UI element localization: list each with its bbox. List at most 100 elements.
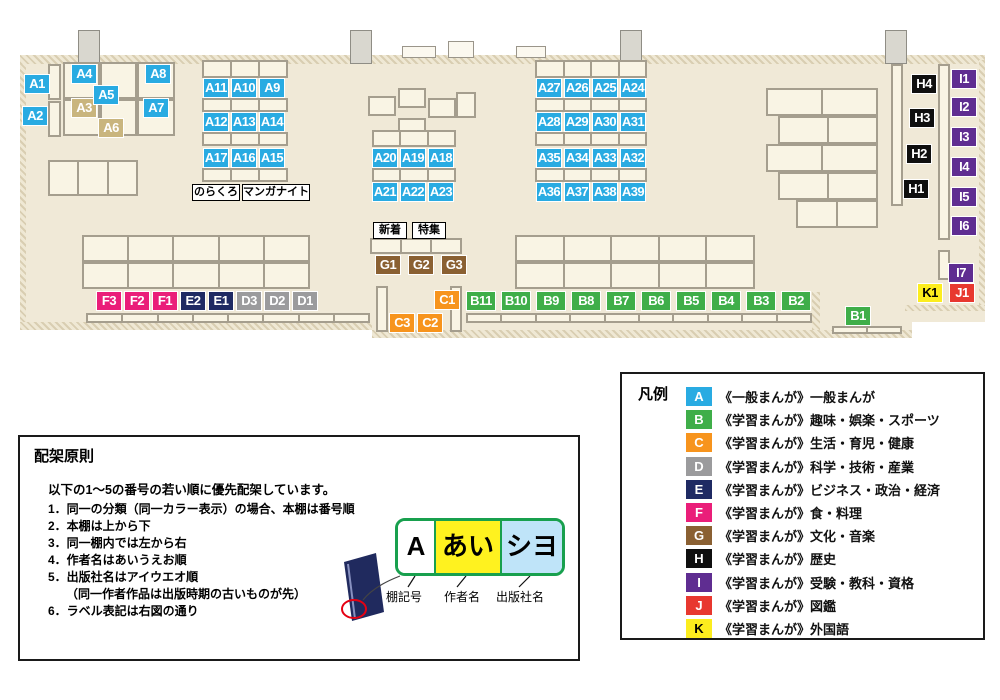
label-position-circle — [341, 599, 367, 619]
shelf-label-B8: B8 — [571, 291, 601, 311]
principle-rule-6: （同一作者作品は出版時期の古いものが先） — [48, 587, 307, 601]
shelf-cell — [706, 315, 741, 321]
shelf-cell — [372, 240, 400, 252]
legend-item-D: D《学習まんが》科学・技術・産業 — [686, 455, 940, 478]
section-sign: のらくろ — [192, 184, 240, 201]
shelf-cell — [400, 240, 430, 252]
shelf-label-A29: A29 — [564, 112, 590, 132]
wall-structure — [516, 46, 546, 58]
shelf-cell — [84, 264, 127, 287]
legend-item-J: J《学習まんが》図鑑 — [686, 594, 940, 617]
shelf-label-I3: I3 — [951, 127, 977, 147]
shelf-cell — [230, 100, 258, 110]
pillar — [78, 30, 100, 64]
legend-item-label: 《学習まんが》受験・教科・資格 — [719, 575, 915, 591]
wall-segment — [905, 305, 985, 311]
shelf-cell — [426, 132, 454, 145]
wall-structure — [448, 41, 474, 58]
legend-item-H: H《学習まんが》歴史 — [686, 547, 940, 570]
shelf-cell — [217, 237, 263, 260]
shelf-label-A10: A10 — [231, 78, 257, 98]
principle-rule-1: 1．同一の分類（同一カラー表示）の場合、本棚は番号順 — [48, 502, 355, 516]
shelf-cell — [262, 237, 308, 260]
legend-item-F: F《学習まんが》食・料理 — [686, 501, 940, 524]
shelf-cell — [258, 62, 286, 76]
shelf-label-A8: A8 — [145, 64, 171, 84]
legend-color-chip-E: E — [686, 479, 712, 499]
shelf-cell — [297, 315, 333, 321]
shelf-cell — [768, 90, 821, 114]
bookshelf — [535, 98, 647, 112]
legend-item-label: 《学習まんが》ビジネス・政治・経済 — [719, 482, 941, 498]
bookshelf — [372, 168, 456, 182]
shelf-cell — [374, 170, 399, 180]
shelf-cell — [603, 315, 638, 321]
shelf-cell — [332, 315, 368, 321]
legend-color-chip-A: A — [686, 387, 712, 407]
shelf-cell — [399, 170, 426, 180]
shelf-label-I2: I2 — [951, 97, 977, 117]
bookshelf — [370, 238, 462, 254]
shelf-cell — [562, 264, 611, 287]
shelf-label-A17: A17 — [203, 148, 229, 168]
legend-color-chip-G: G — [686, 526, 712, 546]
caption-shelf-code: 棚記号 — [386, 590, 423, 604]
shelf-cell — [780, 118, 827, 142]
shelf-cell — [106, 162, 136, 194]
legend-item-label: 《学習まんが》外国語 — [719, 621, 850, 637]
shelf-cell — [562, 100, 591, 110]
shelf-label-I7: I7 — [948, 263, 974, 283]
wall-segment — [20, 322, 372, 330]
shelf-cell — [399, 132, 426, 145]
bookshelf — [766, 88, 878, 116]
bookshelf — [428, 98, 456, 118]
bookshelf — [48, 160, 138, 196]
shelf-cell — [468, 315, 500, 321]
pillar — [885, 30, 907, 64]
shelf-cell — [562, 62, 591, 76]
pointer-lines — [407, 575, 531, 588]
legend-item-label: 《学習まんが》趣味・娯楽・スポーツ — [719, 413, 940, 429]
legend-item-A: A《一般まんが》一般まんが — [686, 385, 940, 408]
shelf-label-B11: B11 — [466, 291, 496, 311]
legend-color-chip-C: C — [686, 433, 712, 453]
legend-item-label: 《学習まんが》図鑑 — [719, 598, 837, 614]
shelf-cell — [121, 315, 156, 321]
shelf-label-A38: A38 — [592, 182, 618, 202]
bookshelf — [535, 60, 647, 78]
bookshelf — [778, 116, 878, 144]
caption-author-name: 作者名 — [444, 590, 481, 604]
shelf-cell — [562, 170, 591, 180]
shelf-cell — [204, 134, 230, 144]
legend-color-chip-K: K — [686, 618, 712, 638]
shelf-label-A36: A36 — [536, 182, 562, 202]
shelf-cell — [798, 202, 836, 226]
shelf-label-A39: A39 — [620, 182, 646, 202]
label-part-2: シヨ — [500, 521, 562, 573]
shelf-cell — [657, 264, 706, 287]
shelf-label-B1: B1 — [845, 306, 871, 326]
bookshelf — [82, 262, 310, 289]
shelf-cell — [617, 100, 646, 110]
shelf-label-C2: C2 — [417, 313, 443, 333]
shelf-label-A15: A15 — [259, 148, 285, 168]
legend-item-label: 《学習まんが》歴史 — [719, 552, 837, 568]
shelf-label-A4: A4 — [71, 64, 97, 84]
shelf-label-B3: B3 — [746, 291, 776, 311]
principles-title: 配架原則 — [34, 448, 95, 465]
shelf-cell — [562, 134, 591, 144]
bookshelf — [48, 101, 61, 137]
shelf-cell — [537, 134, 563, 144]
principle-rule-2: 2．本棚は上から下 — [48, 519, 151, 533]
legend-item-C: C《学習まんが》生活・育児・健康 — [686, 431, 940, 454]
shelf-cell — [705, 237, 753, 260]
caption-publisher-name: 出版社名 — [496, 590, 545, 604]
shelf-label-F3: F3 — [96, 291, 122, 311]
label-part-0: A — [398, 521, 434, 573]
shelf-cell — [500, 315, 534, 321]
shelf-label-B6: B6 — [641, 291, 671, 311]
